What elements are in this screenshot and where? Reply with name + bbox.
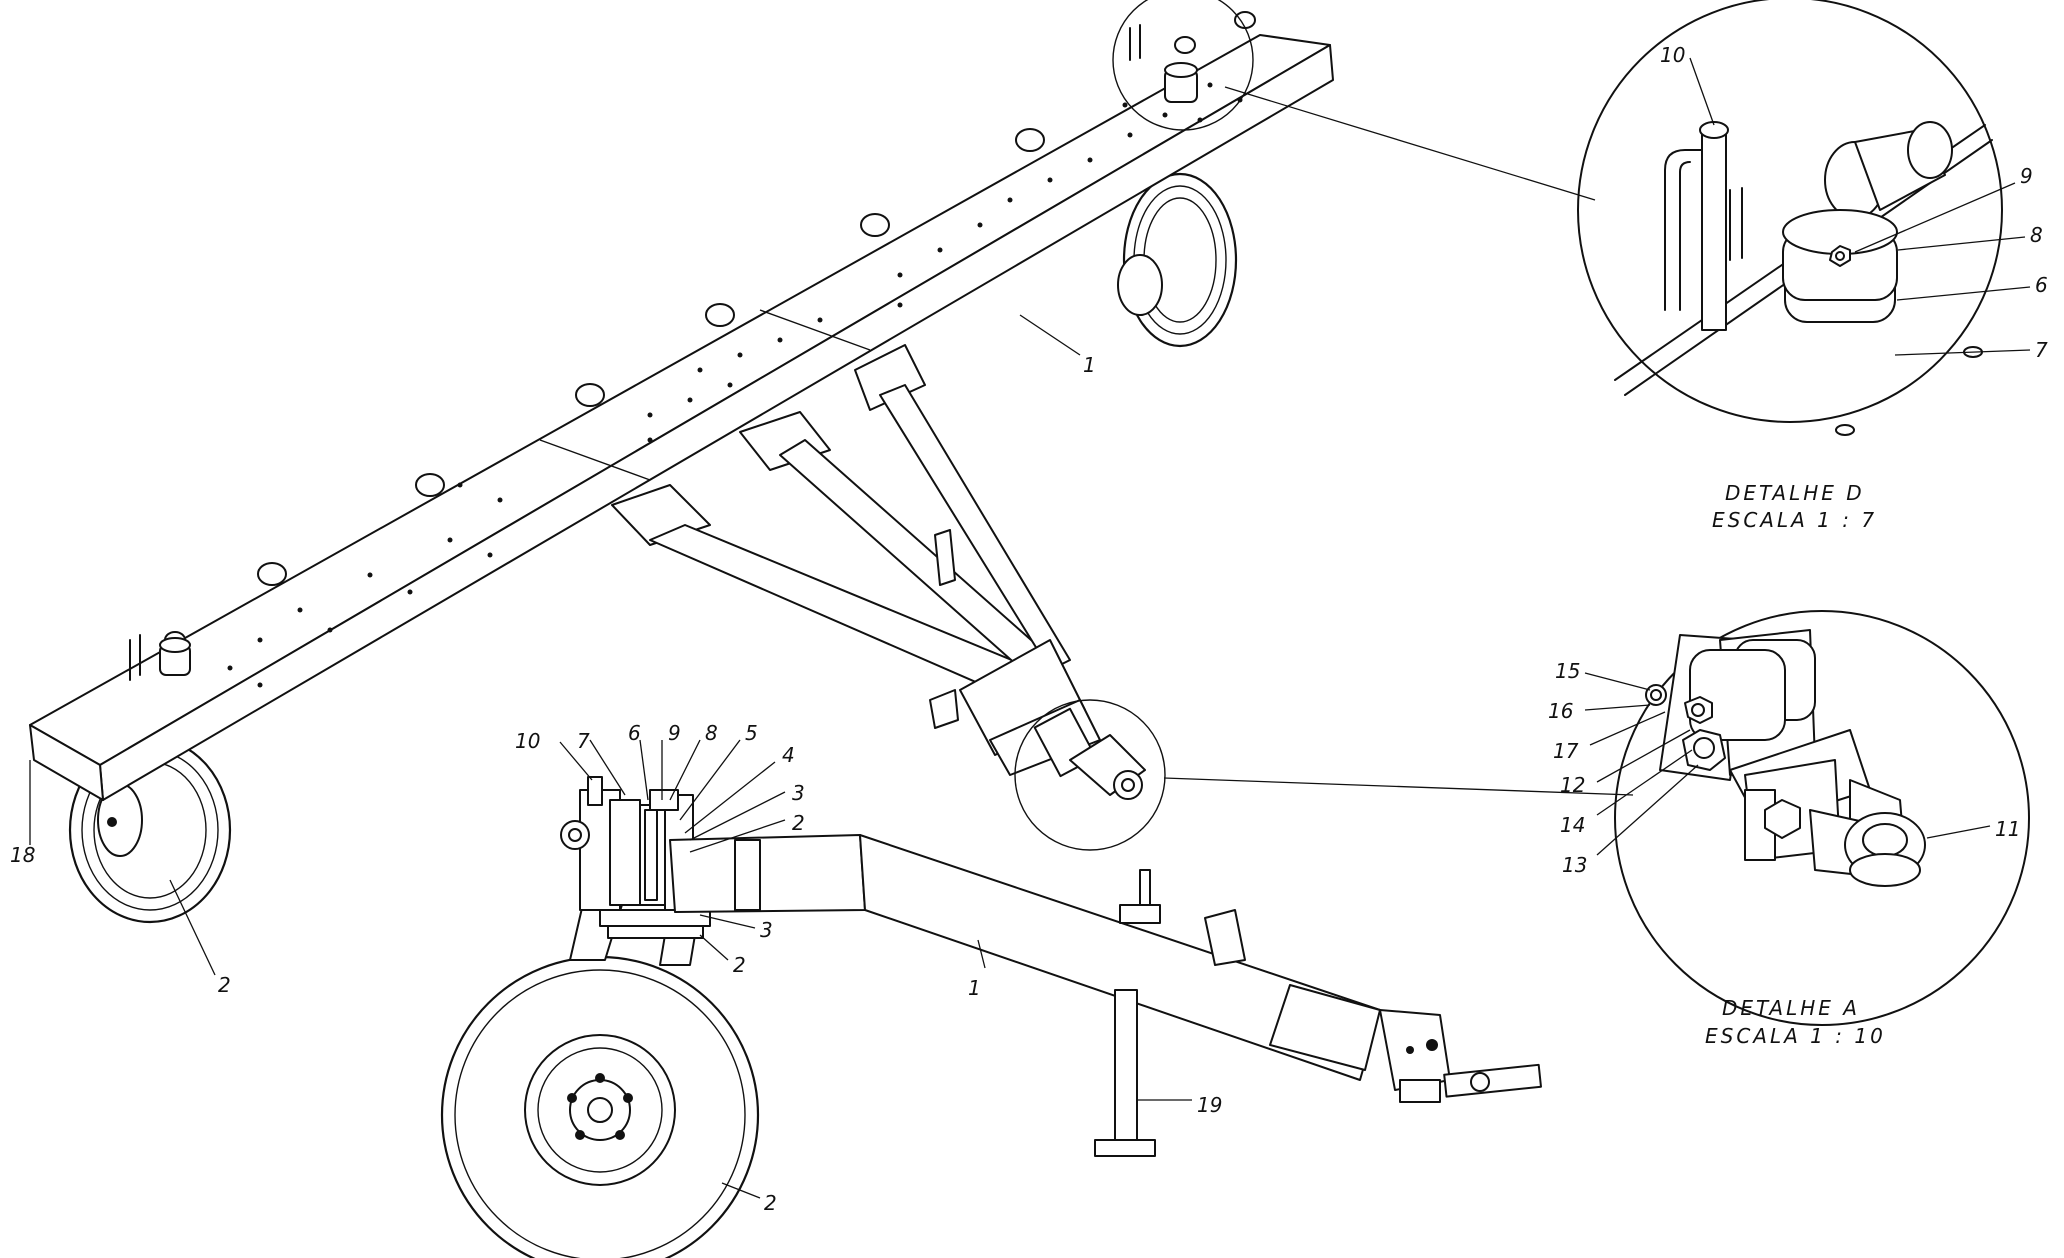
balloon-d-8: 8 [2030,223,2043,247]
balloon-side-3b: 3 [760,918,773,942]
main-beam [29,34,1334,801]
balloon-a-11: 11 [1995,817,2020,841]
balloon-side-2b: 2 [733,953,746,977]
balloon-side-5: 5 [745,721,758,745]
balloon-side-19: 19 [1197,1093,1222,1117]
balloon-d-9: 9 [2020,164,2033,188]
balloon-a-15: 15 [1555,659,1580,683]
balloon-d-6: 6 [2035,273,2048,297]
jack-stand [1094,869,1246,1157]
detail-a-locator [1014,699,1166,851]
balloon-a-13: 13 [1562,853,1587,877]
detail-a-scale: ESCALA 1 : 10 [1705,1024,1886,1048]
detail-d-locator [1112,0,1254,131]
balloon-a-14: 14 [1560,813,1585,837]
detail-d-title: DETALHE D [1725,481,1865,505]
detail-a-title: DETALHE A [1722,996,1860,1020]
balloon-side-9: 9 [668,721,681,745]
balloon-main-2: 2 [218,973,231,997]
side-view: 10 7 6 9 8 5 4 3 2 3 2 1 19 2 [440,721,1542,1258]
isometric-frame-view: 1 2 18 [10,0,1634,997]
balloon-side-8: 8 [705,721,718,745]
beam-sockets [164,11,1256,649]
balloon-side-6: 6 [628,721,641,745]
side-wheel [440,955,760,1258]
drawbar-triangle [649,384,1146,800]
rubber-buffer-left [159,637,191,676]
balloon-main-18: 18 [10,843,35,867]
hub-assembly [560,776,711,939]
balloon-side-7: 7 [577,729,590,753]
balloon-a-12: 12 [1560,773,1585,797]
balloon-side-4: 4 [782,743,795,767]
detail-d-scale: ESCALA 1 : 7 [1712,508,1877,532]
balloon-side-3a: 3 [792,781,805,805]
balloon-a-17: 17 [1553,739,1579,763]
balloon-main-1: 1 [1083,353,1096,377]
detail-a-view: 15 16 17 12 14 13 11 DETALHE A ESCALA 1 … [1548,610,2030,1048]
balloon-side-2c: 2 [764,1191,777,1215]
balloon-d-10: 10 [1660,43,1685,67]
balloon-a-16: 16 [1548,699,1573,723]
wheel-rear-right [1117,172,1238,348]
balloon-side-2a: 2 [792,811,805,835]
balloon-d-7: 7 [2035,338,2048,362]
vertical-pins [129,24,1141,681]
rubber-buffer-right [1164,62,1198,103]
balloon-side-1: 1 [968,976,981,1000]
balloon-side-10: 10 [515,729,540,753]
beam-hole-pattern [227,82,1243,688]
detail-d-view: 10 9 8 6 7 DETALHE D ESCALA 1 : 7 [1577,0,2048,532]
side-tongue [669,834,1542,1103]
